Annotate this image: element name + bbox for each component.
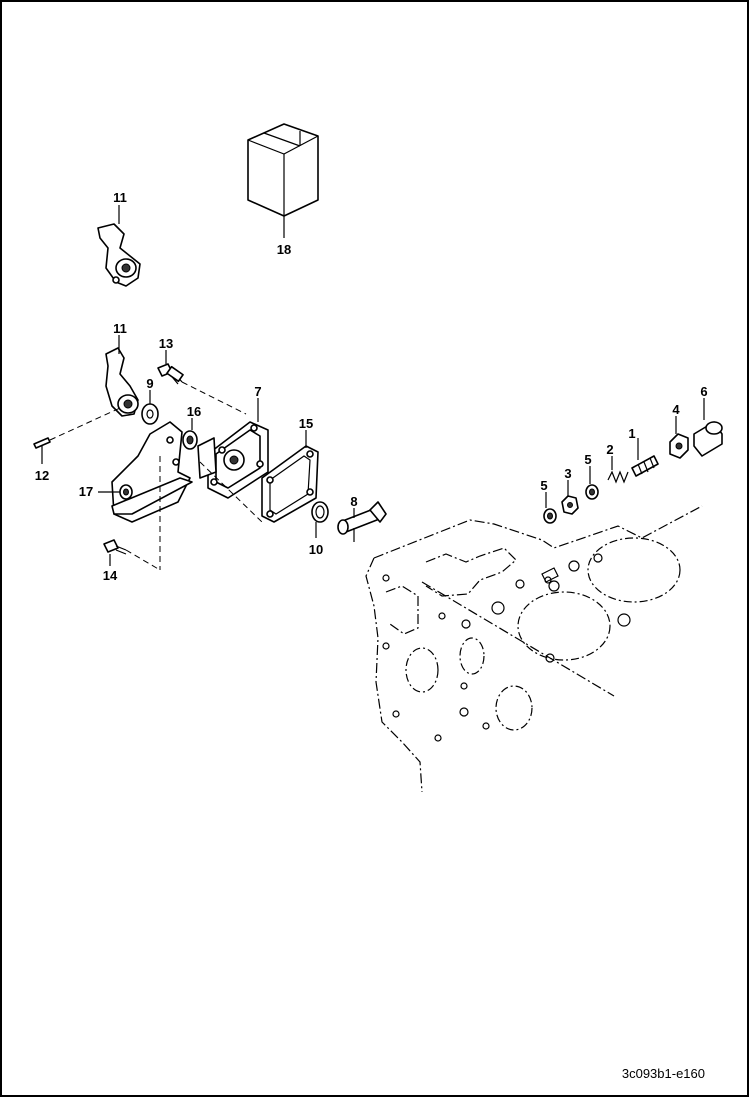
axis-12 <box>49 407 121 441</box>
callout-16: 16 <box>187 404 201 419</box>
reference-code: 3c093b1-e160 <box>621 1066 705 1081</box>
part-5-washer-right <box>585 484 599 500</box>
part-2-spring <box>607 470 629 484</box>
part-10-ring <box>311 501 329 523</box>
callout-3: 3 <box>564 466 571 481</box>
callout-5b: 5 <box>584 452 591 467</box>
part-9-washer <box>141 403 159 425</box>
part-13-bolt <box>157 363 184 385</box>
callout-8: 8 <box>350 494 357 509</box>
callout-15: 15 <box>299 416 313 431</box>
part-6-cap <box>693 421 723 457</box>
part-5-washer-left <box>543 508 557 524</box>
callout-17: 17 <box>79 484 93 499</box>
part-14-bolt <box>103 539 127 555</box>
callout-11a: 11 <box>113 190 127 205</box>
callout-18: 18 <box>277 242 291 257</box>
part-16-seal <box>182 430 198 450</box>
callout-5a: 5 <box>540 478 547 493</box>
axis-13 <box>181 381 247 415</box>
axis-7 <box>199 461 263 523</box>
engine-block-outline <box>365 505 703 793</box>
part-3-nut <box>561 495 579 515</box>
part-4-nut <box>669 433 689 459</box>
callout-14: 14 <box>103 568 118 583</box>
part-17-bracket <box>111 421 193 523</box>
part-8-shaft <box>337 501 387 542</box>
callout-1: 1 <box>628 426 635 441</box>
callout-10: 10 <box>309 542 323 557</box>
callout-4: 4 <box>672 402 680 417</box>
callout-7: 7 <box>254 384 261 399</box>
part-12-pin <box>33 437 51 449</box>
part-11-lever-upper <box>97 223 141 287</box>
callout-13: 13 <box>159 336 173 351</box>
axis-14b <box>125 549 161 571</box>
callout-9: 9 <box>146 376 153 391</box>
callout-2: 2 <box>606 442 613 457</box>
part-18-kit-box <box>247 123 319 217</box>
callout-6: 6 <box>700 384 707 399</box>
callout-11b: 11 <box>113 321 127 336</box>
callout-12: 12 <box>35 468 49 483</box>
part-11-lever-lower <box>105 347 139 417</box>
part-15-gasket <box>261 445 319 523</box>
part-7-housing <box>197 421 269 499</box>
part-1-screw <box>631 455 659 477</box>
